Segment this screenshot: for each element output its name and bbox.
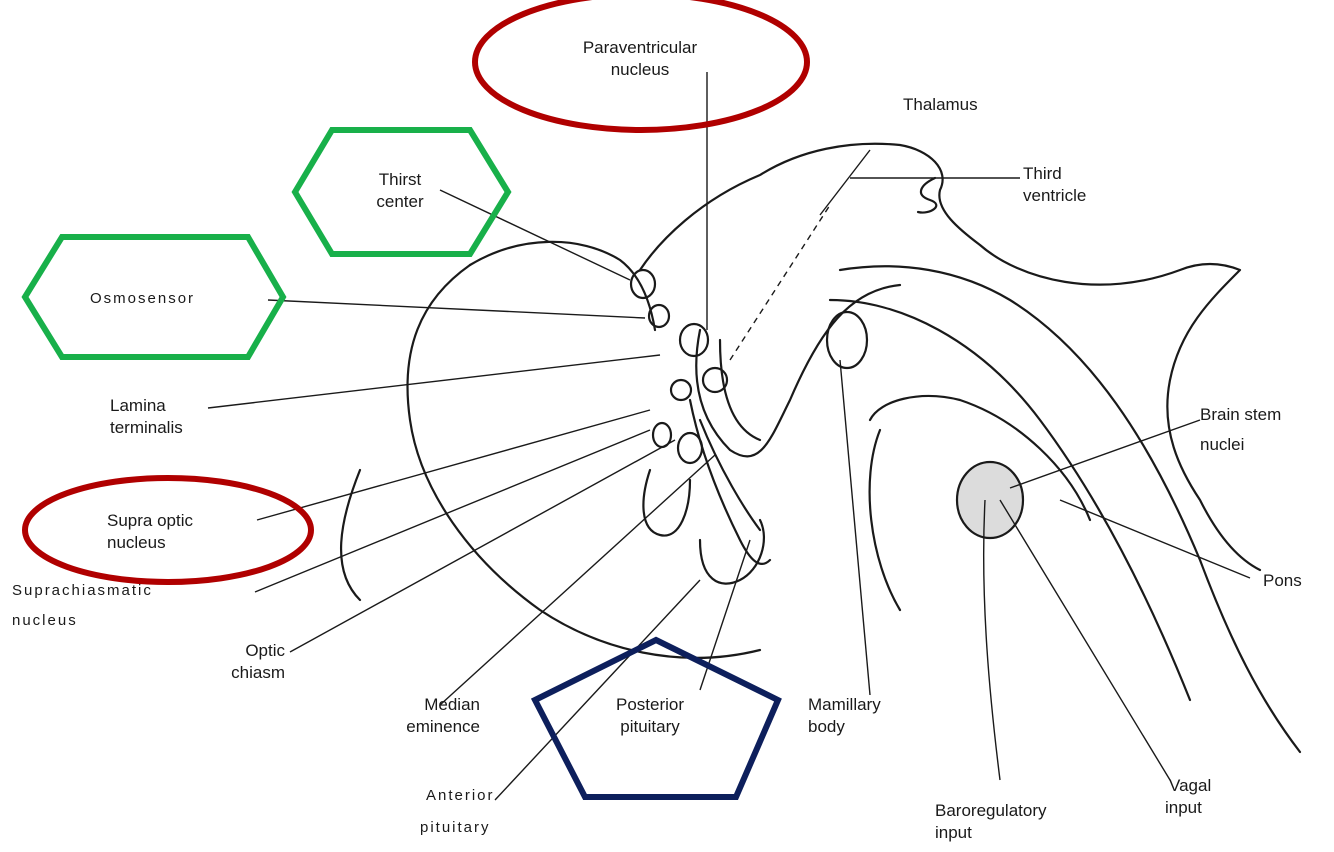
supra-optic-line2: nucleus — [107, 532, 193, 554]
third-ventricle-line1: Third — [1023, 163, 1086, 185]
lamina-terminalis-line2: terminalis — [110, 417, 183, 439]
supra-optic-label: Supra optic nucleus — [107, 510, 193, 554]
lamina-terminalis-label: Lamina terminalis — [110, 395, 183, 439]
vagal-input-line2: input — [1165, 797, 1211, 819]
suprachiasmatic-label: Suprachiasmatic nucleus — [12, 580, 153, 632]
thirst-center-line2: center — [355, 191, 445, 213]
mamillary-body-label: Mamillary body — [808, 694, 881, 738]
baroregulatory-input-line2: input — [935, 822, 1047, 844]
thalamus-label: Thalamus — [903, 94, 978, 116]
vagal-input-label: Vagal input — [1165, 775, 1211, 819]
baroregulatory-input-line1: Baroregulatory — [935, 800, 1047, 822]
thirst-center-line1: Thirst — [355, 169, 445, 191]
optic-chiasm-label: Optic chiasm — [200, 640, 285, 684]
median-eminence-line2: eminence — [370, 716, 480, 738]
third-ventricle-line2: ventricle — [1023, 185, 1086, 207]
anterior-pituitary-line2: pituitary — [420, 817, 495, 839]
vagal-input-line1: Vagal — [1165, 775, 1211, 797]
brain-stem-nuclei-line1: Brain stem — [1200, 404, 1281, 426]
optic-chiasm-line1: Optic — [200, 640, 285, 662]
optic-chiasm-line2: chiasm — [200, 662, 285, 684]
osmosensor-label: Osmosensor — [90, 288, 195, 310]
suprachiasmatic-line1: Suprachiasmatic — [12, 580, 153, 602]
brain-stem-nuclei-line2: nuclei — [1200, 434, 1281, 456]
anterior-pituitary-label: Anterior pituitary — [420, 785, 495, 839]
supra-optic-line1: Supra optic — [107, 510, 193, 532]
mamillary-body-line1: Mamillary — [808, 694, 881, 716]
paraventricular-line2: nucleus — [560, 59, 720, 81]
mamillary-body-line2: body — [808, 716, 881, 738]
posterior-pituitary-line1: Posterior — [585, 694, 715, 716]
paraventricular-label: Paraventricular nucleus — [560, 37, 720, 81]
thirst-center-label: Thirst center — [355, 169, 445, 213]
baroregulatory-input-label: Baroregulatory input — [935, 800, 1047, 844]
median-eminence-label: Median eminence — [370, 694, 480, 738]
brain-stem-nuclei-label: Brain stem nuclei — [1200, 404, 1281, 456]
median-eminence-line1: Median — [370, 694, 480, 716]
pons-label: Pons — [1263, 570, 1302, 592]
anterior-pituitary-line1: Anterior — [420, 785, 495, 807]
posterior-pituitary-label: Posterior pituitary — [585, 694, 715, 738]
suprachiasmatic-line2: nucleus — [12, 610, 153, 632]
posterior-pituitary-line2: pituitary — [585, 716, 715, 738]
third-ventricle-label: Third ventricle — [1023, 163, 1086, 207]
lamina-terminalis-line1: Lamina — [110, 395, 183, 417]
paraventricular-line1: Paraventricular — [560, 37, 720, 59]
